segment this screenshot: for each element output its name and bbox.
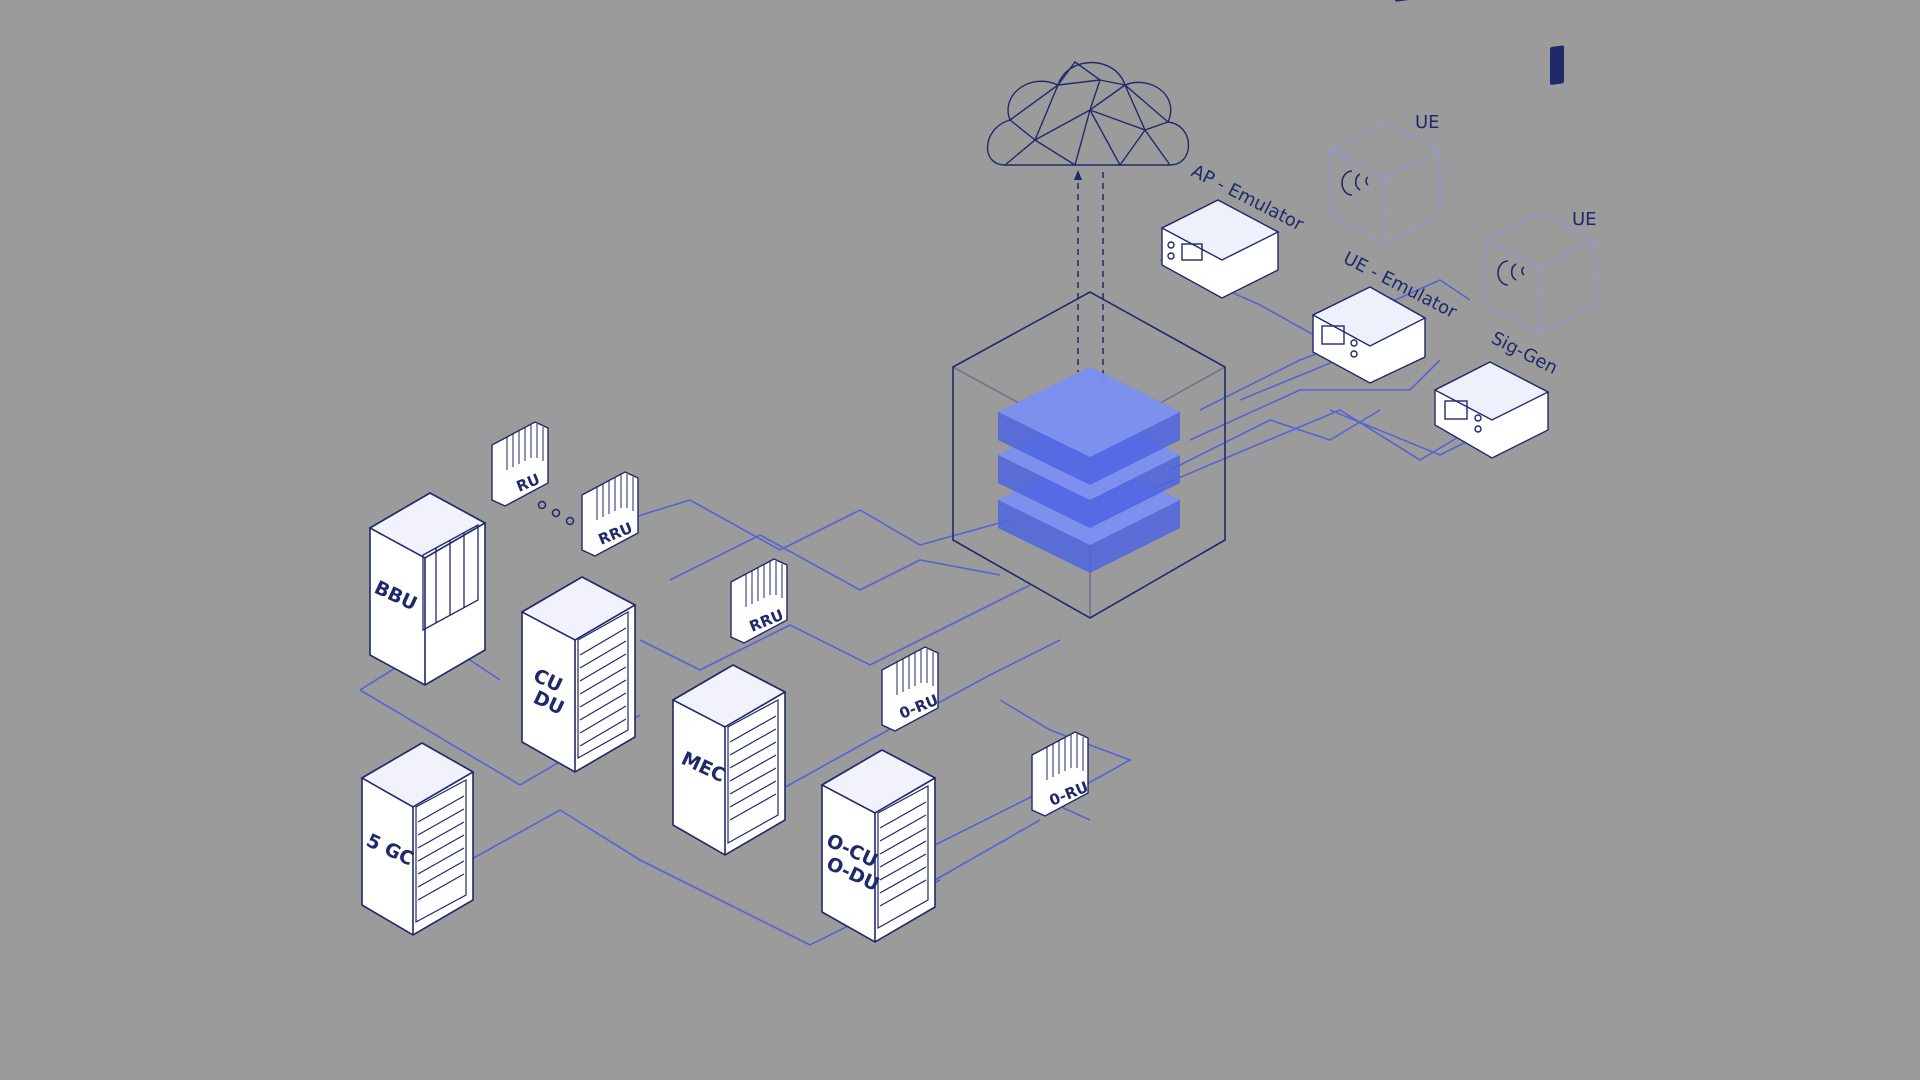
link-ru-hub [624,499,1011,551]
link-ocu-oru [934,819,1041,881]
sig-gen-device [1433,361,1550,459]
link-hub-siggen-2 [1149,409,1471,491]
ellipsis-dots-icon [537,500,575,526]
link-siggen-low [1329,409,1471,456]
ue-label-2: UE [1572,209,1597,230]
link-hub-ue-emu [1189,359,1441,441]
mesh-cloud-icon [986,61,1190,167]
rru-unit-2 [730,558,788,644]
ru-unit [491,421,549,507]
cu-du-rack [520,576,637,773]
oru-unit-1 [881,646,939,732]
layered-stack-icon [998,367,1180,573]
ue-signal-phone-icon [1329,0,1441,244]
arrow-up-icon [1074,170,1082,180]
link-hub-siggen [1169,409,1381,471]
rru-unit-1 [581,471,639,557]
ap-emulator-device [1160,199,1280,299]
ocu-odu-rack [820,749,937,943]
bbu-rack [368,492,487,686]
ue-signal-phone-icon [1484,45,1596,334]
link-cudu-mec [639,584,1031,671]
5gc-rack [360,742,475,936]
oru-unit-2 [1031,731,1089,817]
link-rru-hub [669,534,1001,591]
ue-label-1: UE [1415,112,1440,133]
mec-rack [671,664,787,856]
ue-emulator-device [1311,286,1427,384]
cloud-link-arrows [1077,172,1104,385]
